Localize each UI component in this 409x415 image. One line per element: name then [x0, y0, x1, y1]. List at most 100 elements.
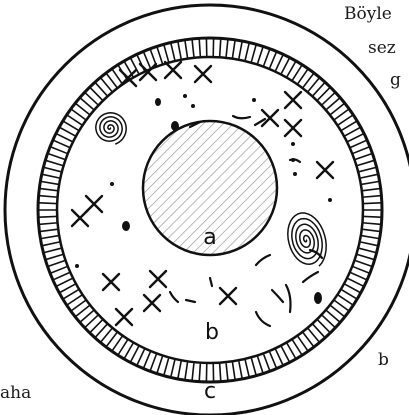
membrane-tick: [44, 167, 60, 171]
dot: [252, 98, 256, 102]
membrane-tick: [46, 255, 62, 260]
membrane-tick: [101, 78, 112, 91]
membrane-tick: [245, 360, 249, 377]
label-b: b: [205, 320, 219, 345]
membrane-tick: [357, 161, 373, 166]
membrane-tick: [355, 154, 371, 160]
membrane-tick: [54, 273, 70, 280]
dot: [171, 121, 179, 131]
membrane-tick: [322, 315, 334, 327]
membrane-tick: [57, 278, 72, 286]
membrane-tick: [351, 273, 367, 280]
membrane-tick: [364, 216, 381, 217]
dash: [256, 255, 270, 265]
membrane-tick: [351, 140, 367, 147]
membrane-tick: [353, 267, 369, 273]
membrane-tick: [313, 324, 324, 337]
membrane-tick: [303, 333, 313, 347]
membrane-tick: [40, 196, 57, 197]
membrane-tick: [68, 115, 82, 124]
membrane-tick: [276, 55, 283, 70]
dash: [233, 116, 250, 118]
membrane-tick: [338, 115, 352, 124]
membrane-tick: [81, 311, 94, 322]
side-text-line: b: [378, 350, 389, 370]
membrane-tick: [348, 278, 363, 286]
membrane-tick: [178, 361, 181, 378]
membrane-tick: [220, 39, 221, 56]
dot: [291, 142, 295, 146]
membrane-tick: [226, 363, 228, 380]
membrane-tick: [76, 306, 89, 317]
membrane-tick: [199, 39, 200, 56]
cross-mark: [72, 210, 88, 226]
membrane-tick: [313, 83, 324, 96]
membrane-tick: [270, 52, 277, 68]
cross-mark: [195, 66, 211, 82]
cross-mark: [144, 295, 160, 311]
membrane-tick: [72, 301, 86, 311]
membrane-tick: [51, 267, 67, 273]
cross-mark: [220, 288, 236, 304]
membrane-tick: [54, 140, 70, 147]
membrane-tick: [44, 248, 60, 252]
membrane-tick: [90, 320, 102, 332]
membrane-tick: [220, 364, 221, 381]
dot: [314, 292, 322, 304]
membrane-tick: [287, 343, 296, 358]
membrane-tick: [40, 189, 57, 191]
membrane-tick: [64, 121, 79, 130]
membrane-tick: [51, 147, 67, 153]
membrane-tick: [331, 104, 344, 115]
membrane-tick: [60, 284, 75, 292]
membrane-tick: [49, 154, 65, 160]
membrane-tick: [46, 161, 62, 166]
membrane-tick: [40, 229, 57, 231]
membrane-tick: [270, 352, 277, 368]
membrane-tick: [298, 336, 308, 350]
cross-mark: [262, 110, 278, 126]
cross-mark: [150, 271, 166, 287]
membrane-tick: [118, 340, 127, 354]
membrane-tick: [178, 42, 181, 59]
label-c: c: [204, 379, 216, 404]
membrane-tick: [164, 358, 169, 374]
membrane-tick: [293, 340, 302, 354]
membrane-tick: [85, 315, 97, 327]
membrane-tick: [57, 134, 72, 142]
dot: [122, 221, 130, 231]
membrane-tick: [144, 352, 151, 368]
membrane-tick: [171, 360, 175, 377]
cross-mark: [116, 309, 132, 325]
membrane-tick: [125, 343, 134, 358]
membrane-tick: [308, 329, 319, 342]
membrane-tick: [90, 88, 102, 100]
membrane-tick: [327, 98, 340, 109]
membrane-tick: [308, 78, 319, 91]
dash: [186, 300, 195, 302]
dash: [303, 272, 318, 282]
label-a: a: [203, 225, 216, 250]
membrane-tick: [192, 40, 194, 57]
membrane-tick: [112, 336, 122, 350]
membrane-tick: [264, 50, 270, 66]
membrane-tick: [81, 98, 94, 109]
membrane-tick: [49, 261, 65, 267]
membrane-tick: [362, 181, 379, 184]
cross-mark: [317, 162, 333, 178]
membrane-tick: [322, 93, 334, 105]
side-text-line: Böyle: [344, 4, 392, 24]
membrane-tick: [157, 356, 162, 372]
membrane-tick: [85, 93, 97, 105]
membrane-tick: [363, 223, 380, 224]
membrane-tick: [226, 40, 228, 57]
dot: [110, 182, 114, 186]
membrane-tick: [185, 41, 187, 58]
membrane-tick: [342, 290, 357, 299]
membrane-tick: [64, 290, 79, 299]
membrane-tick: [245, 44, 249, 61]
dash: [290, 159, 300, 162]
cross-mark: [165, 62, 181, 78]
membrane-tick: [363, 229, 380, 231]
